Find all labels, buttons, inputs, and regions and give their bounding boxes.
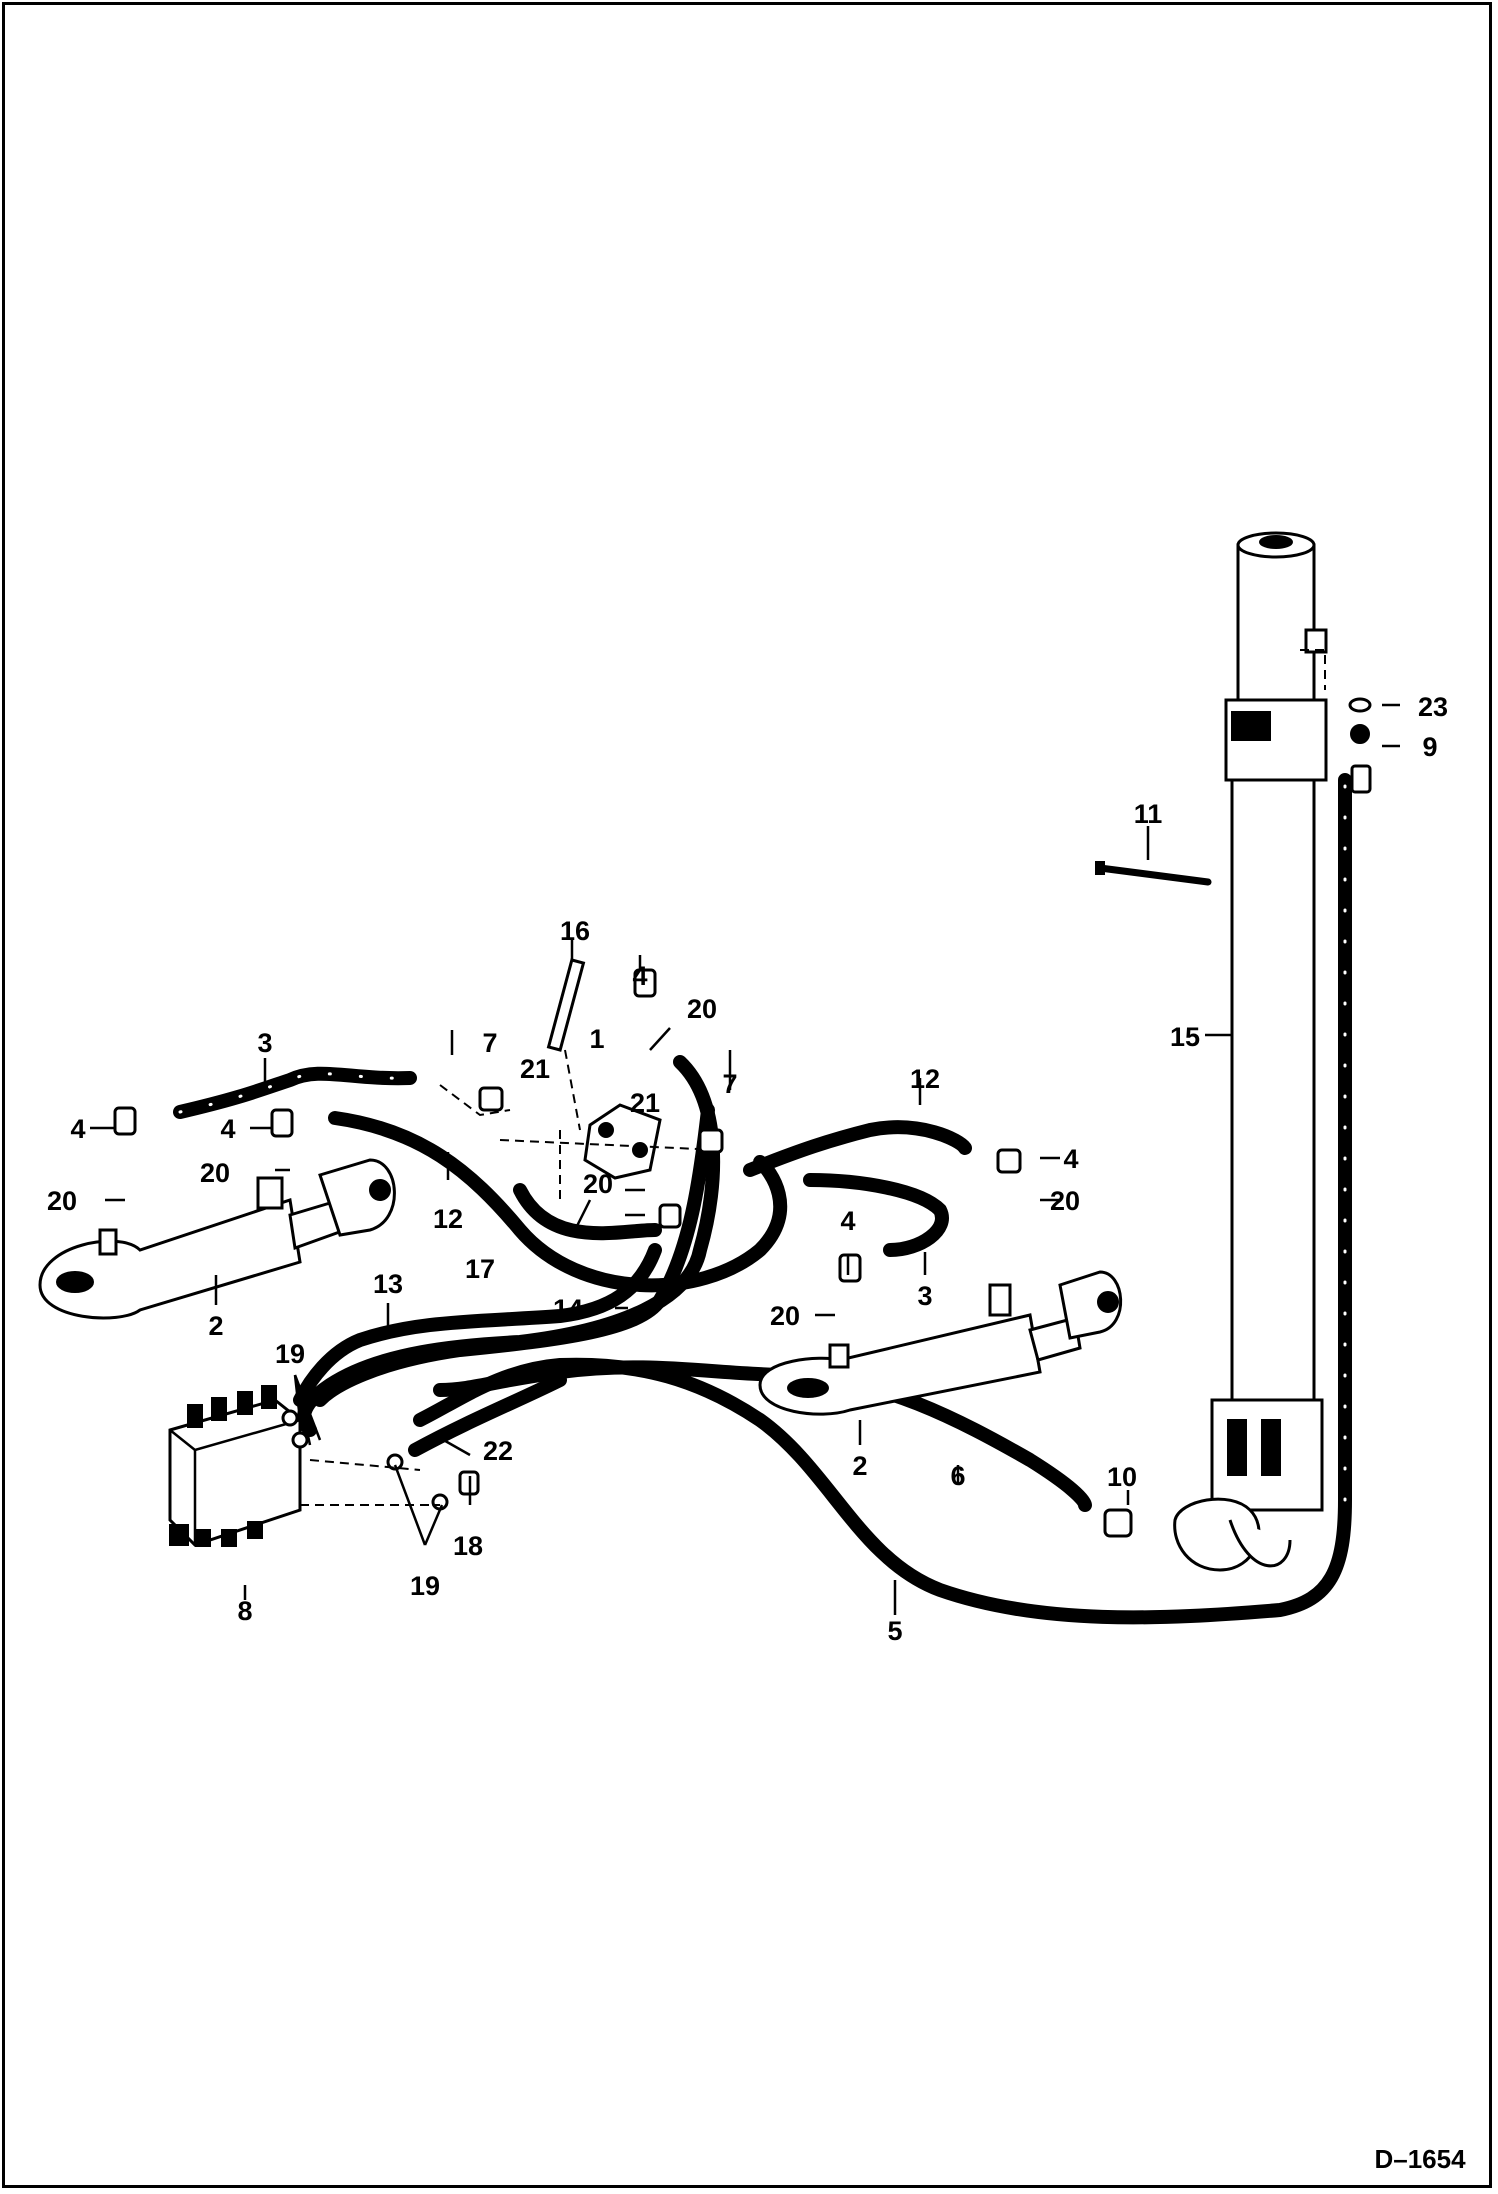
callout-7-right: 7: [722, 1069, 737, 1099]
callout-leaders: [90, 703, 1400, 1615]
callout-20-c: 20: [47, 1186, 77, 1216]
callout-4-a: 4: [70, 1114, 85, 1144]
callout-3-right: 3: [917, 1281, 932, 1311]
callout-3-left: 3: [257, 1028, 272, 1058]
callout-4-d: 4: [1063, 1144, 1078, 1174]
callout-6: 6: [950, 1461, 965, 1491]
callout-4-b: 4: [220, 1114, 235, 1144]
callout-2-left: 2: [208, 1311, 223, 1341]
callout-5: 5: [887, 1616, 902, 1646]
callout-16: 16: [560, 916, 590, 946]
callout-20-f: 20: [770, 1301, 800, 1331]
callout-20-d: 20: [583, 1169, 613, 1199]
hose-12-right: [743, 1120, 972, 1177]
callout-20-a: 20: [687, 994, 717, 1024]
callout-10: 10: [1107, 1462, 1137, 1492]
callout-14: 14: [553, 1294, 583, 1324]
callout-8: 8: [237, 1596, 252, 1626]
fittings: [113, 968, 1133, 1538]
callout-21-right: 21: [630, 1088, 660, 1118]
hose-3-left: [173, 1066, 417, 1119]
rod-11: [1095, 861, 1212, 886]
hose-22: [408, 1373, 567, 1457]
callout-7-left: 7: [482, 1028, 497, 1058]
drawing-code: D–1654: [1374, 2144, 1466, 2174]
callout-18: 18: [453, 1531, 483, 1561]
valve-block-1: [439, 958, 721, 1200]
lift-cylinder-2-right: [758, 1270, 1123, 1416]
hose-13: [293, 1243, 662, 1407]
callout-22: 22: [483, 1436, 513, 1466]
callout-9: 9: [1422, 732, 1437, 762]
callout-21-left: 21: [520, 1054, 550, 1084]
control-valve-8: [168, 1385, 302, 1547]
callout-4-e: 4: [840, 1206, 855, 1236]
callout-19-lower: 19: [410, 1571, 440, 1601]
mast-cylinder-15: [1173, 531, 1328, 1572]
callout-23: 23: [1418, 692, 1448, 722]
callout-12-left: 12: [433, 1204, 463, 1234]
fittings-23-9: [1348, 697, 1372, 794]
callout-17: 17: [465, 1254, 495, 1284]
callout-15: 15: [1170, 1022, 1200, 1052]
callout-1: 1: [589, 1024, 604, 1054]
callout-20-e: 20: [1050, 1186, 1080, 1216]
callout-12-right: 12: [910, 1064, 940, 1094]
lift-cylinder-2-left: [38, 1158, 396, 1320]
hose-3-right: [803, 1173, 949, 1257]
callout-2-right: 2: [852, 1451, 867, 1481]
hose-left-valve: [513, 1183, 662, 1241]
hose-12-left: [328, 1111, 788, 1293]
callout-labels: 1 2 2 3 3 4 4 4 4 4 5 6 7 7 8 9 10 11 12…: [47, 692, 1448, 1646]
callout-4-c: 4: [632, 961, 647, 991]
hose-14: [313, 1103, 715, 1407]
callout-13: 13: [373, 1269, 403, 1299]
callout-20-b: 20: [200, 1158, 230, 1188]
hose-5: [413, 773, 1352, 1625]
callout-11: 11: [1134, 799, 1163, 829]
callout-19-upper: 19: [275, 1339, 305, 1369]
